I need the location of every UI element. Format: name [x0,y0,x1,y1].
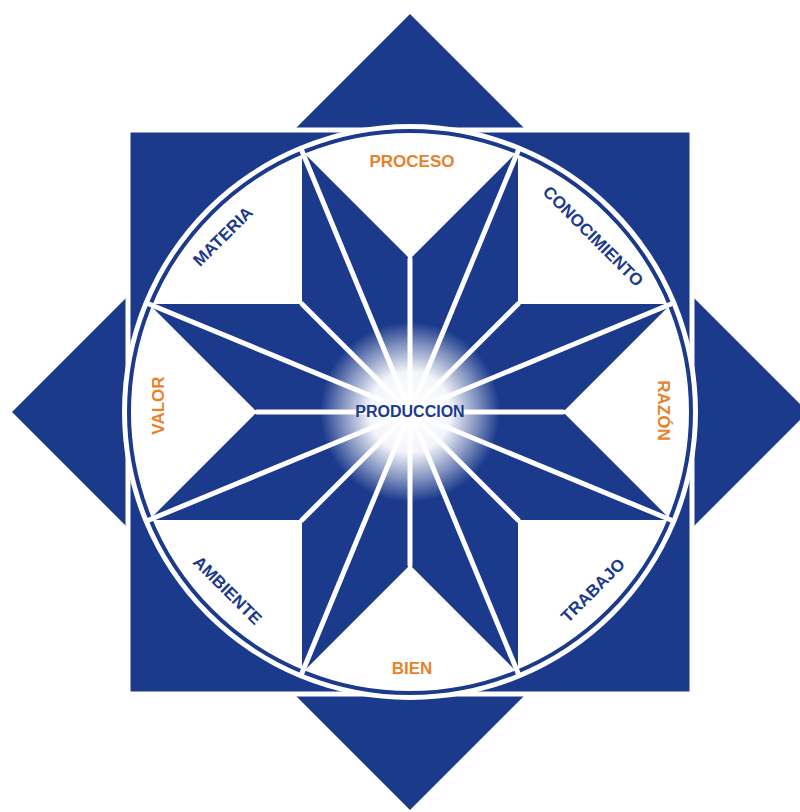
concept-label: PROCESO [369,153,454,170]
center-node: PRODUCCION [320,322,500,502]
center-title: PRODUCCION [355,404,464,420]
white-disc [122,124,698,700]
concept-label: RAZÓN [654,380,671,440]
concept-label: VALOR [150,376,167,434]
star-spokes [149,151,671,673]
concept-label: BIEN [392,660,433,677]
circle-ring [129,131,691,693]
outer-diamond [12,14,800,810]
eight-point-star [149,151,671,673]
